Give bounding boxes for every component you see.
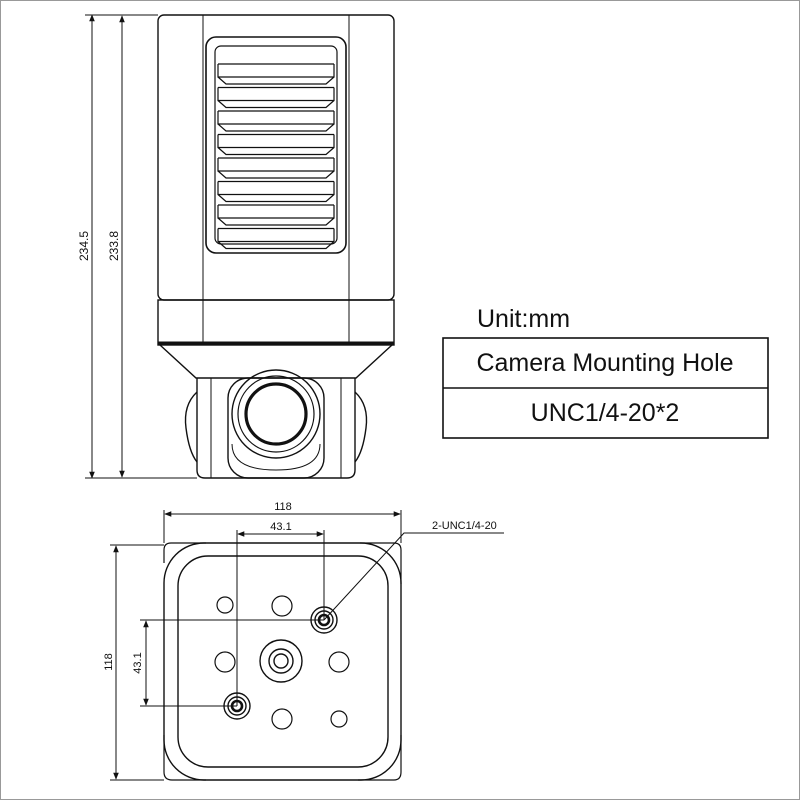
base-dimensions	[110, 510, 504, 781]
vent-louver	[217, 157, 335, 179]
bottom-view	[163, 542, 402, 781]
spec-table-value: UNC1/4-20*2	[531, 399, 680, 427]
vent-louver	[217, 227, 335, 250]
base-width-label: 118	[274, 501, 292, 513]
center-boss	[259, 639, 303, 683]
vent-louver	[217, 204, 335, 226]
spec-table-header: Camera Mounting Hole	[476, 349, 733, 377]
hole-spacing-x-label: 43.1	[270, 521, 291, 533]
vent-louver	[217, 110, 335, 132]
vent-louver	[217, 86, 335, 109]
base-inner	[177, 555, 389, 768]
overall-height-label: 234.5	[77, 231, 91, 261]
mid-band	[157, 299, 395, 346]
base-depth-label: 118	[103, 653, 115, 671]
unit-label: Unit:mm	[477, 305, 570, 333]
vent-louver	[217, 180, 335, 203]
front-view	[157, 14, 395, 479]
base-holes	[214, 595, 350, 730]
spec-table	[442, 337, 769, 439]
vent-louver	[217, 133, 335, 156]
hole-spacing-y-label: 43.1	[132, 652, 144, 673]
body-height-label: 233.8	[107, 231, 121, 261]
vent-louver	[217, 63, 335, 85]
vent-grille	[205, 36, 347, 254]
height-dimensions	[85, 14, 197, 479]
lens	[231, 369, 321, 459]
lens-module	[184, 369, 368, 479]
hole-callout-label: 2-UNC1/4-20	[432, 520, 497, 532]
base-outline	[163, 542, 402, 781]
